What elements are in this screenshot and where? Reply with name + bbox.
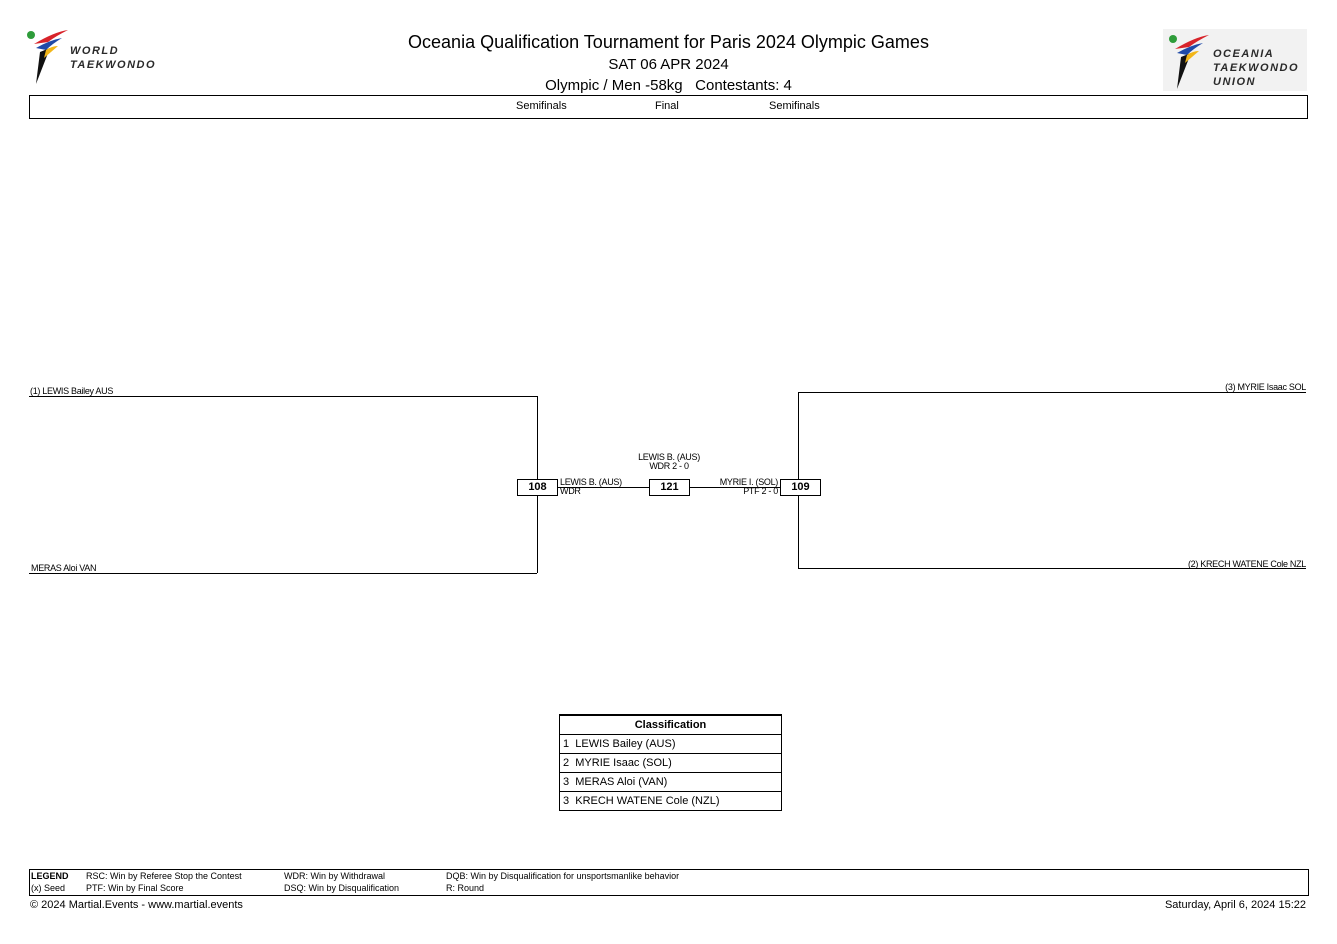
bracket-line [798, 568, 1306, 569]
legend-dqb: DQB: Win by Disqualification for unsport… [446, 871, 680, 881]
logo-line-2: TAEKWONDO [1213, 62, 1300, 74]
round-header-bar: Semifinals Final Semifinals [29, 95, 1308, 119]
competitor-left-top: (1) LEWIS Bailey AUS [30, 386, 114, 396]
final-result: WDR 2 - 0 [649, 461, 689, 471]
match-left-winner: LEWIS B. (AUS) [560, 477, 622, 487]
bracket-line [557, 487, 649, 488]
table-row: 1 LEWIS Bailey (AUS) [559, 734, 782, 754]
rank: 3 [563, 776, 570, 788]
bracket-line [29, 396, 537, 397]
event-date: SAT 06 APR 2024 [608, 56, 729, 73]
match-right-winner: MYRIE I. (SOL) [719, 477, 779, 487]
contestants-count: Contestants: 4 [695, 77, 792, 94]
legend-ptf: PTF: Win by Final Score [86, 883, 184, 893]
final-winner: LEWIS B. (AUS) [638, 452, 700, 462]
match-number-right: 109 [780, 479, 821, 496]
logo-line-1: WORLD [70, 45, 120, 57]
legend-box: LEGEND (x) Seed RSC: Win by Referee Stop… [29, 869, 1309, 896]
competitor-left-bottom: MERAS Aloi VAN [31, 563, 97, 573]
legend-seed: (x) Seed [31, 883, 66, 893]
table-row: 3 KRECH WATENE Cole (NZL) [559, 791, 782, 811]
round-label-center: Final [655, 100, 679, 112]
logo-line-2: TAEKWONDO [70, 59, 157, 71]
legend-wdr: WDR: Win by Withdrawal [284, 871, 386, 881]
bracket-line [689, 487, 781, 488]
tournament-title: Oceania Qualification Tournament for Par… [408, 32, 929, 52]
athlete-name: KRECH WATENE Cole (NZL) [575, 795, 720, 807]
round-label-left: Semifinals [516, 100, 567, 112]
copyright-text: © 2024 Martial.Events - www.martial.even… [30, 899, 243, 911]
oceania-taekwondo-emblem-icon [1169, 35, 1209, 89]
logo-line-1: OCEANIA [1213, 48, 1275, 60]
table-row: 2 MYRIE Isaac (SOL) [559, 753, 782, 773]
logo-line-3: UNION [1213, 76, 1256, 88]
rank: 3 [563, 795, 570, 807]
competitor-right-bottom: (2) KRECH WATENE Cole NZL [1187, 559, 1306, 569]
table-row: 3 MERAS Aloi (VAN) [559, 772, 782, 792]
match-left-result: WDR [560, 486, 581, 496]
world-taekwondo-emblem-icon [27, 30, 68, 84]
athlete-name: MYRIE Isaac (SOL) [575, 757, 672, 769]
legend-dsq: DSQ: Win by Disqualification [284, 883, 400, 893]
bracket-line [798, 392, 1306, 393]
classification-table: Classification 1 LEWIS Bailey (AUS) 2 MY… [559, 714, 782, 811]
oceania-taekwondo-logo: OCEANIA TAEKWONDO UNION [1163, 29, 1307, 91]
print-timestamp: Saturday, April 6, 2024 15:22 [1164, 899, 1306, 911]
legend-rsc: RSC: Win by Referee Stop the Contest [86, 871, 242, 881]
division-line: Olympic / Men -58kg Contestants: 4 [0, 77, 1337, 94]
legend-title: LEGEND [31, 871, 69, 881]
competitor-right-top: (3) MYRIE Isaac SOL [1225, 382, 1306, 392]
rank: 2 [563, 757, 570, 769]
athlete-name: LEWIS Bailey (AUS) [575, 738, 676, 750]
rank: 1 [563, 738, 570, 750]
match-number-final: 121 [649, 479, 690, 496]
athlete-name: MERAS Aloi (VAN) [575, 776, 668, 788]
classification-heading: Classification [559, 714, 782, 735]
division-name: Olympic / Men -58kg [545, 77, 683, 94]
match-number-left: 108 [517, 479, 558, 496]
match-right-result: PTF 2 - 0 [743, 486, 778, 496]
round-label-right: Semifinals [769, 100, 820, 112]
world-taekwondo-logo: WORLD TAEKWONDO [26, 26, 166, 86]
bracket-line [29, 573, 537, 574]
legend-round: R: Round [446, 883, 485, 893]
